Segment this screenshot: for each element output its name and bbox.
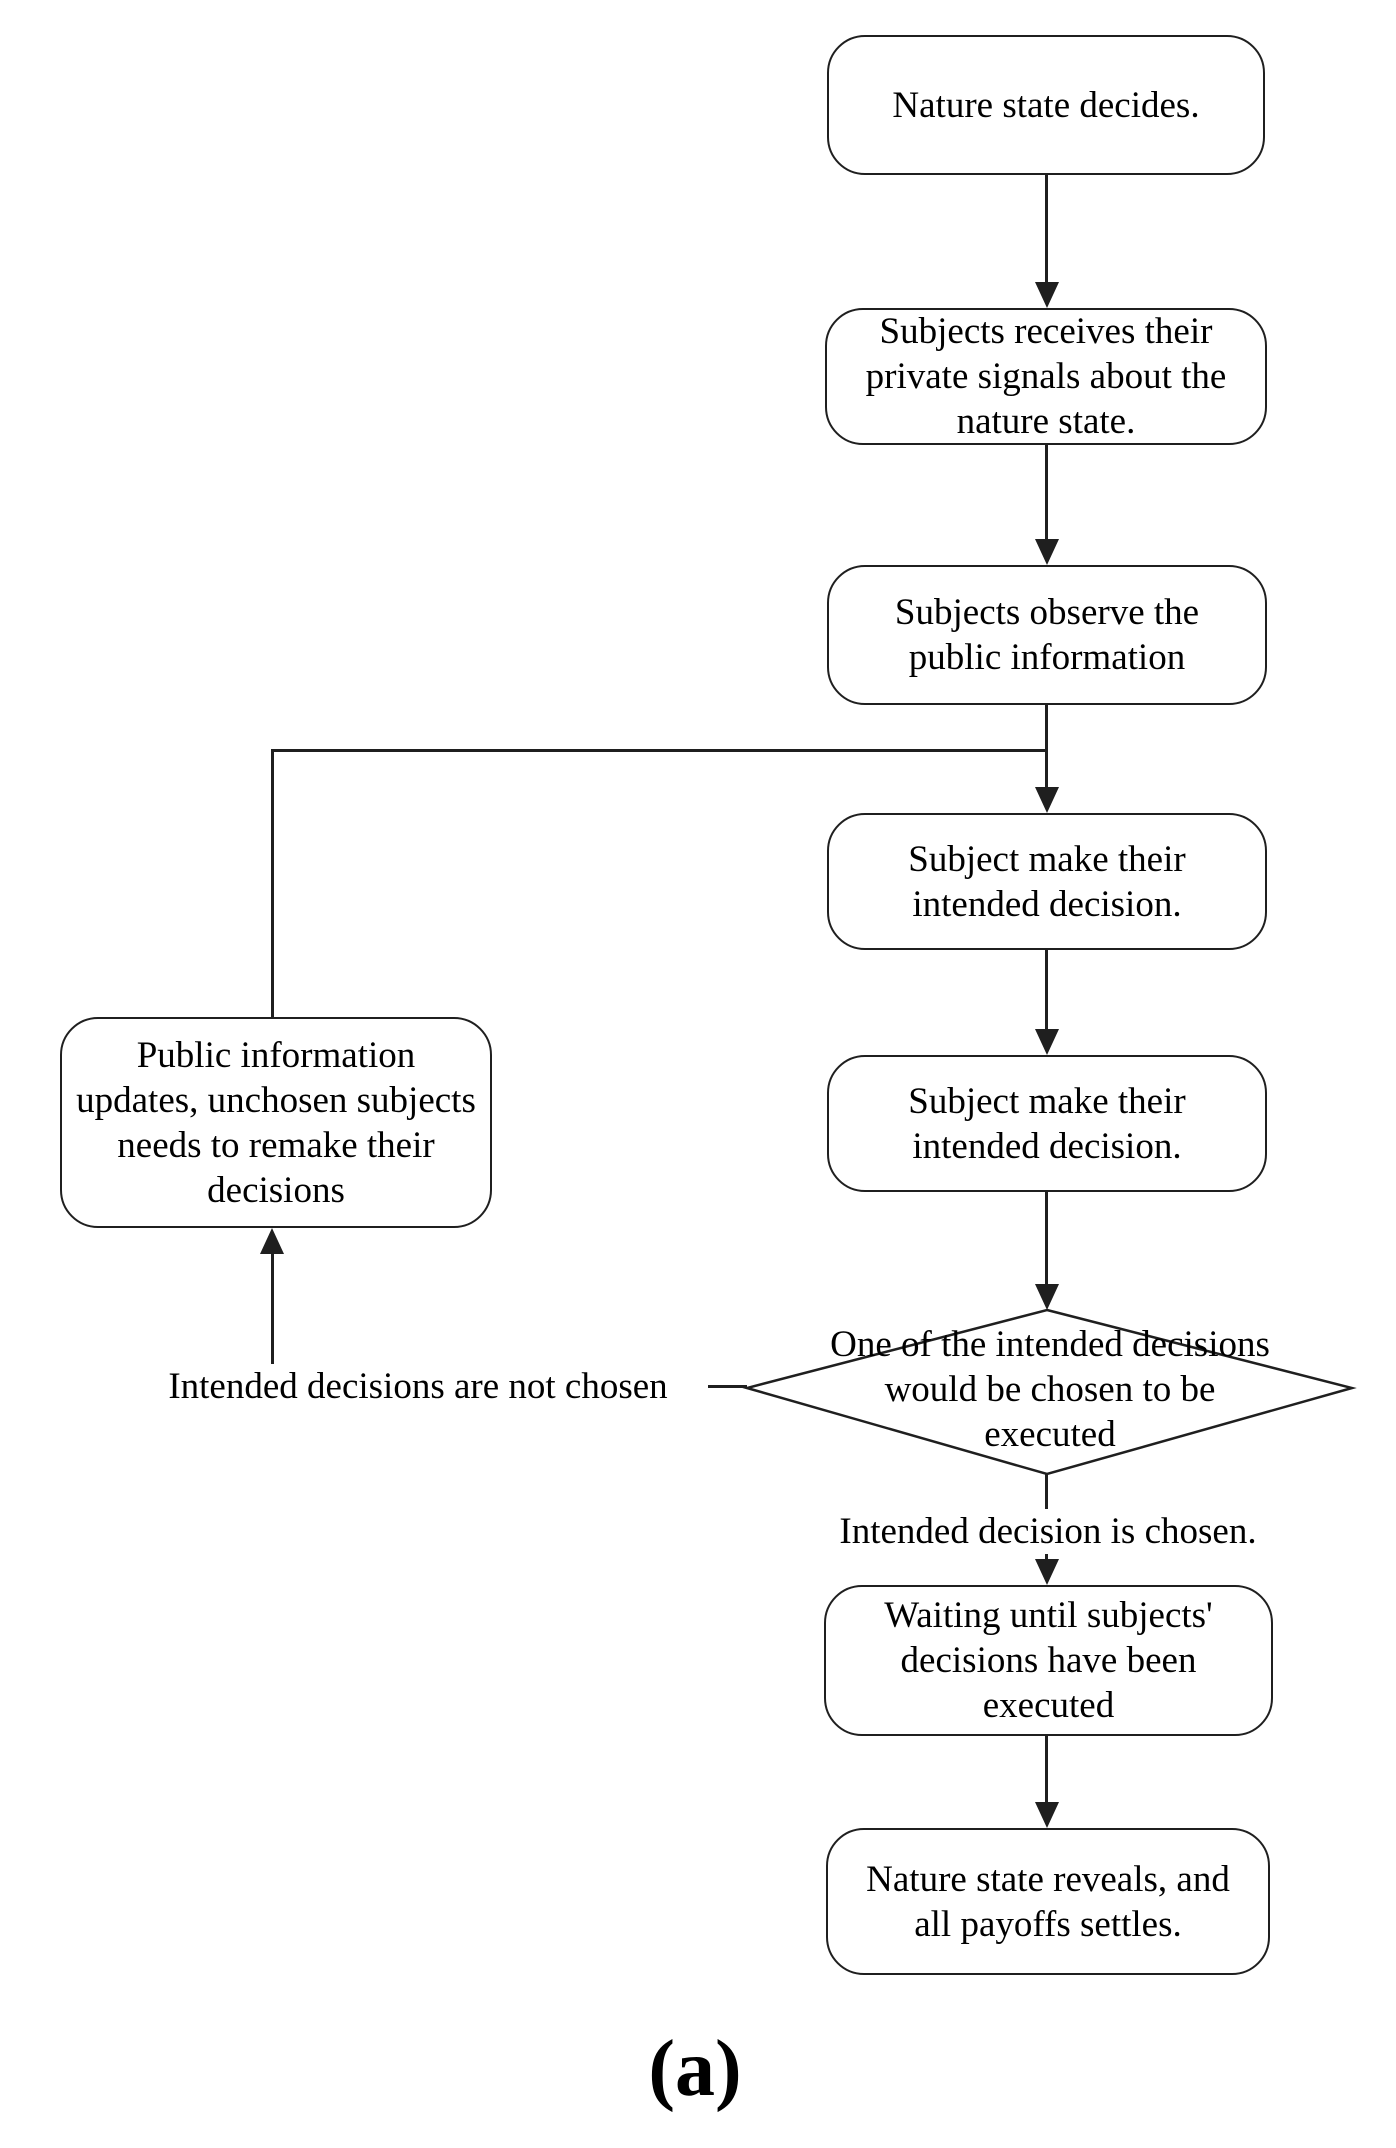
node-nature-state-decides: Nature state decides. <box>827 35 1265 175</box>
feedback-connector-line <box>271 749 274 1017</box>
arrowhead-down-icon <box>1035 1029 1059 1055</box>
node-label: Subject make their intended decision. <box>908 1080 1186 1167</box>
connector-line <box>1045 175 1048 283</box>
arrowhead-down-icon <box>1035 1559 1059 1585</box>
node-label: Public information updates, unchosen sub… <box>76 1034 476 1211</box>
arrowhead-down-icon <box>1035 282 1059 308</box>
node-subjects-observe-public-info: Subjects observe the public information <box>827 565 1267 705</box>
connector-line <box>1045 705 1048 787</box>
node-label: Subjects receives their private signals … <box>865 311 1227 442</box>
arrowhead-down-icon <box>1035 1802 1059 1828</box>
connector-line <box>1045 1471 1048 1509</box>
decision-diamond-label: One of the intended decisions would be c… <box>830 1324 1270 1455</box>
feedback-connector-line <box>271 749 1048 752</box>
arrowhead-down-icon <box>1035 539 1059 565</box>
node-label: Nature state reveals, and all payoffs se… <box>866 1858 1230 1945</box>
edge-label-not-chosen: Intended decisions are not chosen <box>128 1364 708 1409</box>
connector-line <box>1045 950 1048 1030</box>
edge-label-chosen: Intended decision is chosen. <box>826 1509 1270 1554</box>
node-intended-decision-2: Subject make their intended decision. <box>827 1055 1267 1192</box>
connector-line <box>1045 445 1048 540</box>
connector-line <box>1045 1192 1048 1285</box>
node-nature-state-reveals: Nature state reveals, and all payoffs se… <box>826 1828 1270 1975</box>
connector-line <box>688 1385 747 1388</box>
node-public-info-updates: Public information updates, unchosen sub… <box>60 1017 492 1228</box>
node-subjects-receive-signals: Subjects receives their private signals … <box>825 308 1267 445</box>
node-label: Subject make their intended decision. <box>908 838 1186 925</box>
figure-caption: (a) <box>648 2025 742 2113</box>
node-label: Subjects observe the public information <box>894 592 1200 678</box>
decision-diamond-shape <box>742 1308 1357 1476</box>
arrowhead-down-icon <box>1035 1284 1059 1310</box>
node-waiting-until-executed: Waiting until subjects' decisions have b… <box>824 1585 1273 1736</box>
connector-line <box>271 1254 274 1405</box>
arrowhead-up-icon <box>260 1228 284 1254</box>
node-intended-decision-1: Subject make their intended decision. <box>827 813 1267 950</box>
connector-line <box>1045 1549 1048 1561</box>
node-label: Nature state decides. <box>892 84 1200 126</box>
node-label: Waiting until subjects' decisions have b… <box>884 1595 1213 1726</box>
connector-line <box>1045 1736 1048 1802</box>
arrowhead-down-icon <box>1035 787 1059 813</box>
